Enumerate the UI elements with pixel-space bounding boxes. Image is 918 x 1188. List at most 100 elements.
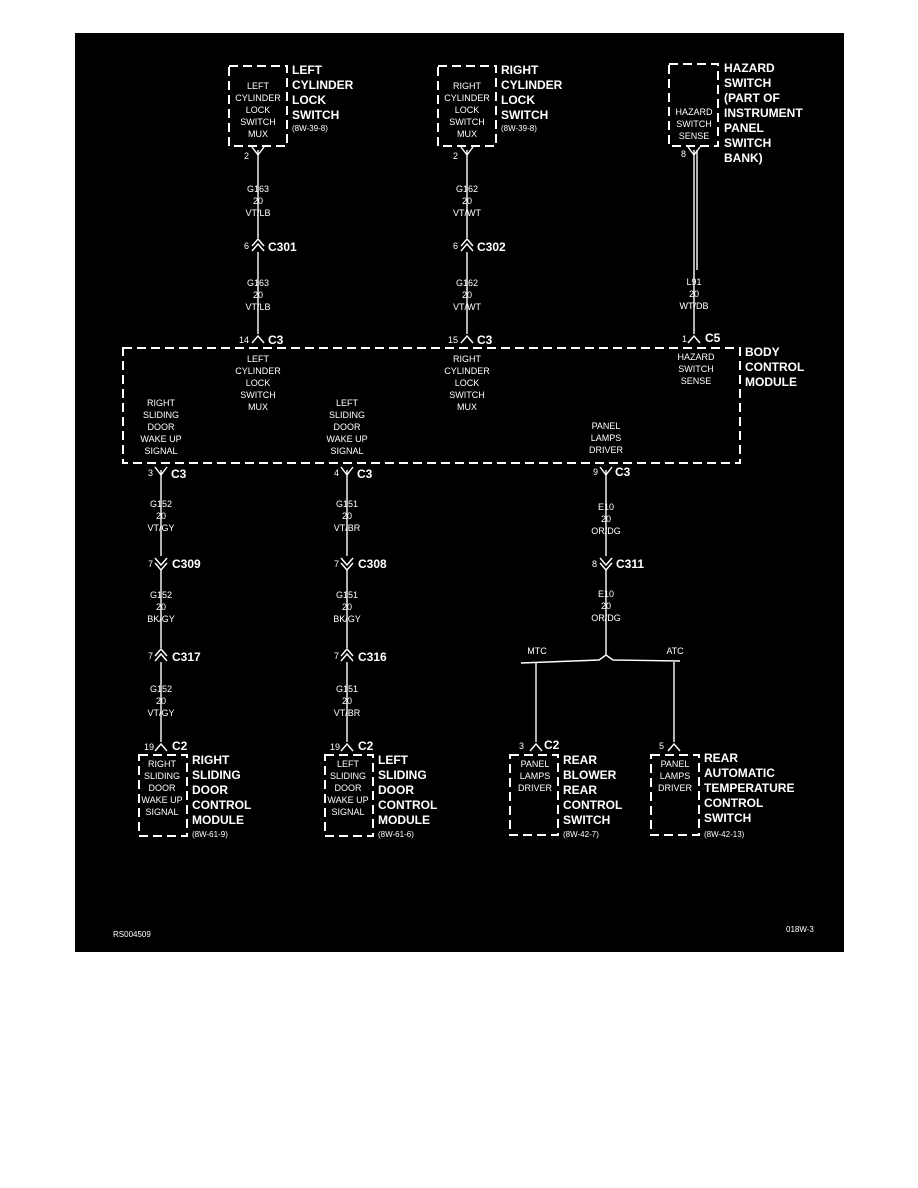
right-lock-switch-title: RIGHT CYLINDER LOCK SWITCH: [501, 63, 563, 122]
left-lock-inner-4: MUX: [248, 129, 268, 139]
rear-blower-switch-pin: 3: [519, 741, 524, 751]
left-door-module-title: LEFT SLIDING DOOR CONTROL MODULE: [378, 753, 437, 827]
wire-right-door-circuit: 3 C3 G152 20 VT/GY 7 C309 G152 20 BK/GY …: [144, 466, 201, 753]
bcm-panel-lamps-1: LAMPS: [591, 433, 622, 443]
g152-b-id: G152: [150, 590, 172, 600]
left-lock-inner-3: SWITCH: [240, 117, 276, 127]
e10-a-id: E10: [598, 502, 614, 512]
c308-pin: 7: [334, 559, 339, 569]
g162-top-color: VT/WT: [453, 208, 481, 218]
hazard-title-2: (PART OF: [724, 91, 780, 105]
right-door-module-title-2: DOOR: [192, 783, 228, 797]
rear-atc-title-0: REAR: [704, 751, 738, 765]
bcm-left-lock-circuit-label: LEFT CYLINDER LOCK SWITCH MUX: [235, 354, 281, 412]
right-lock-title-0: RIGHT: [501, 63, 539, 77]
bcm-hazard-2: SENSE: [681, 376, 712, 386]
right-door-module-title-4: MODULE: [192, 813, 244, 827]
rear-blower-inner-1: LAMPS: [520, 771, 551, 781]
left-door-module-title-2: DOOR: [378, 783, 414, 797]
bcm-right-lock-circuit-label: RIGHT CYLINDER LOCK SWITCH MUX: [444, 354, 490, 412]
left-lock-switch-title: LEFT CYLINDER LOCK SWITCH: [292, 63, 354, 122]
left-lock-inner-0: LEFT: [247, 81, 270, 91]
right-lock-switch-pin: 2: [453, 151, 458, 161]
rear-blower-switch-connector: C2: [544, 738, 560, 752]
rear-atc-switch-pin: 5: [659, 741, 664, 751]
right-sliding-door-control-module: RIGHT SLIDING DOOR WAKE UP SIGNAL RIGHT …: [138, 753, 251, 839]
rear-blower-inner-2: DRIVER: [518, 783, 553, 793]
bcm-right-door-4: SIGNAL: [144, 446, 177, 456]
bcm-left-lock-1: CYLINDER: [235, 366, 281, 376]
rear-blower-inner-0: PANEL: [521, 759, 550, 769]
g152-a-gauge: 20: [156, 511, 166, 521]
c309-name: C309: [172, 557, 201, 571]
l91-color: WT/DB: [680, 301, 709, 311]
c317-pin: 7: [148, 651, 153, 661]
c317-name: C317: [172, 650, 201, 664]
g162-bottom-color: VT/WT: [453, 302, 481, 312]
right-lock-inner-1: CYLINDER: [444, 93, 490, 103]
l91-gauge: 20: [689, 289, 699, 299]
hazard-switch: HAZARD SWITCH SENSE HAZARD SWITCH (PART …: [668, 61, 803, 165]
right-door-module-title-0: RIGHT: [192, 753, 230, 767]
g151-b-gauge: 20: [342, 602, 352, 612]
g162-bottom-gauge: 20: [462, 290, 472, 300]
rear-atc-switch-ref: (8W-42-13): [704, 830, 745, 839]
wire-left-lock-circuit: G163 20 VT/LB 6 C301 G163 20 VT/LB 14 C3: [239, 146, 297, 347]
left-door-module-title-4: MODULE: [378, 813, 430, 827]
right-door-module-ref: (8W-61-9): [192, 830, 228, 839]
rear-atc-title-4: SWITCH: [704, 811, 751, 825]
right-lock-inner-2: LOCK: [455, 105, 480, 115]
bcm-c3-panel-lamps-pin: 9: [593, 467, 598, 477]
bcm-c3-panel-lamps-name: C3: [615, 465, 631, 479]
bcm-c3-left-door-name: C3: [357, 467, 373, 481]
splice-label-atc: ATC: [666, 646, 684, 656]
rear-automatic-temperature-control-switch: PANEL LAMPS DRIVER REAR AUTOMATIC TEMPER…: [650, 751, 794, 839]
c316-pin: 7: [334, 651, 339, 661]
rear-atc-title-1: AUTOMATIC: [704, 766, 775, 780]
bcm-right-lock-4: MUX: [457, 402, 477, 412]
bcm-right-door-0: RIGHT: [147, 398, 176, 408]
bcm-panel-lamps-2: DRIVER: [589, 445, 624, 455]
wire-right-lock-circuit: G162 20 VT/WT 6 C302 G162 20 VT/WT 15 C3: [448, 146, 506, 347]
bcm-c3-right-lock-name: C3: [477, 333, 493, 347]
right-lock-title-1: CYLINDER: [501, 78, 563, 92]
e10-b-gauge: 20: [601, 601, 611, 611]
g163-top-color: VT/LB: [245, 208, 270, 218]
hazard-title-3: INSTRUMENT: [724, 106, 803, 120]
e10-a-color: OR/DG: [591, 526, 621, 536]
left-cylinder-lock-switch: LEFT CYLINDER LOCK SWITCH MUX LEFT CYLIN…: [228, 63, 354, 161]
bcm-left-lock-4: MUX: [248, 402, 268, 412]
rear-blower-rear-control-switch: PANEL LAMPS DRIVER REAR BLOWER REAR CONT…: [509, 753, 622, 839]
rear-atc-switch-title: REAR AUTOMATIC TEMPERATURE CONTROL SWITC…: [704, 751, 794, 825]
rear-blower-switch-inner-label: PANEL LAMPS DRIVER: [518, 759, 553, 793]
bcm-right-door-2: DOOR: [148, 422, 176, 432]
left-lock-title-0: LEFT: [292, 63, 323, 77]
rear-atc-title-2: TEMPERATURE: [704, 781, 794, 795]
figure-id: RS004509: [113, 930, 151, 939]
bcm-left-door-0: LEFT: [336, 398, 359, 408]
left-lock-switch-pin: 2: [244, 151, 249, 161]
rear-blower-switch-ref: (8W-42-7): [563, 830, 599, 839]
g151-a-id: G151: [336, 499, 358, 509]
bcm-c3-left-lock-name: C3: [268, 333, 284, 347]
right-cylinder-lock-switch: RIGHT CYLINDER LOCK SWITCH MUX RIGHT CYL…: [437, 63, 563, 161]
rear-atc-inner-2: DRIVER: [658, 783, 693, 793]
right-lock-switch-ref: (8W-39-8): [501, 124, 537, 133]
bcm-title-0: BODY: [745, 345, 780, 359]
bcm-c3-left-lock-pin: 14: [239, 335, 249, 345]
right-door-module-inner-2: DOOR: [149, 783, 177, 793]
g163-top-gauge: 20: [253, 196, 263, 206]
c301-name: C301: [268, 240, 297, 254]
g152-b-gauge: 20: [156, 602, 166, 612]
rear-blower-title-4: SWITCH: [563, 813, 610, 827]
rear-atc-inner-0: PANEL: [661, 759, 690, 769]
c302-name: C302: [477, 240, 506, 254]
bcm-c3-right-lock-pin: 15: [448, 335, 458, 345]
g163-bottom-gauge: 20: [253, 290, 263, 300]
bcm-right-lock-3: SWITCH: [449, 390, 485, 400]
bcm-left-lock-2: LOCK: [246, 378, 271, 388]
bcm-left-lock-0: LEFT: [247, 354, 270, 364]
left-lock-title-1: CYLINDER: [292, 78, 354, 92]
right-door-module-title-1: SLIDING: [192, 768, 241, 782]
g151-b-color: BK/GY: [333, 614, 361, 624]
